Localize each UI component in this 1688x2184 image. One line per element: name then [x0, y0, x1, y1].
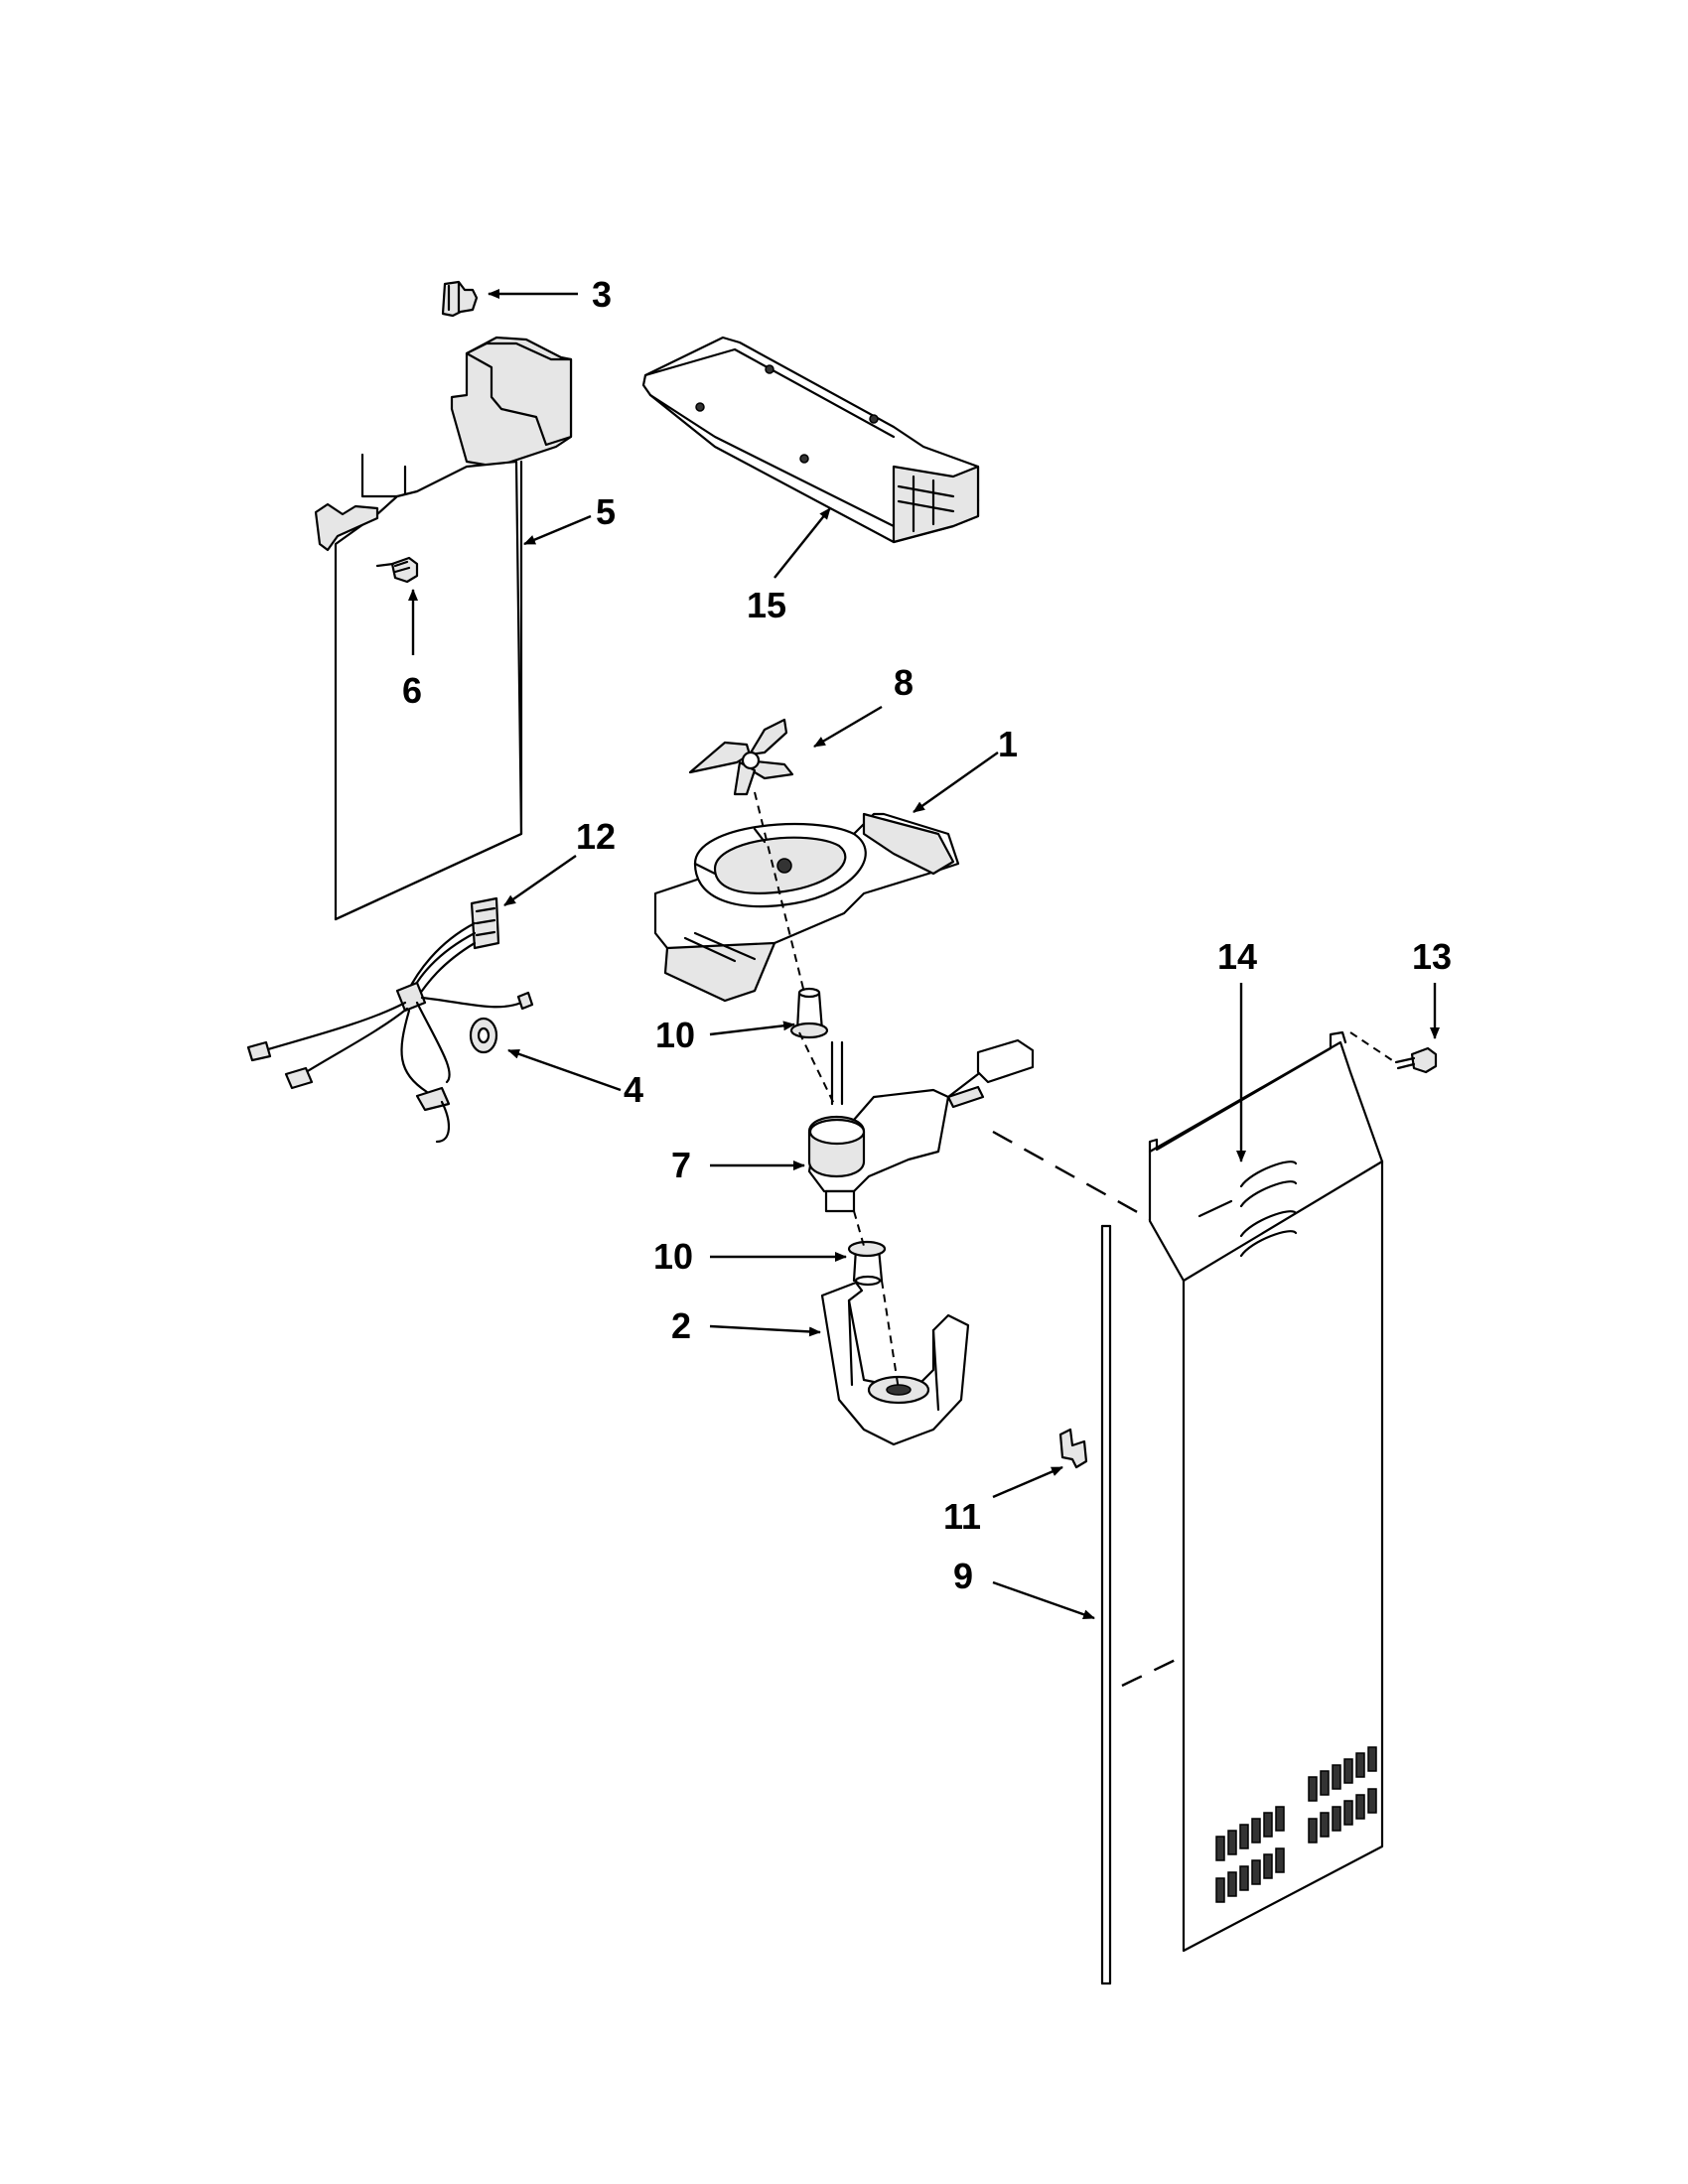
callout-2: 2 [671, 1305, 691, 1346]
callout-10-lower: 10 [653, 1236, 693, 1277]
vent-slot [1355, 1752, 1365, 1778]
part-7-motor[interactable] [807, 1038, 1035, 1213]
callout-4: 4 [624, 1069, 643, 1110]
vent-slot [1332, 1764, 1341, 1790]
vent-slot [1251, 1818, 1261, 1843]
vent-slot [1308, 1818, 1318, 1843]
alignment-lines [754, 791, 1396, 1688]
part-15-rail-tray[interactable] [641, 336, 980, 544]
part-9-gasket-strip[interactable] [1100, 1224, 1112, 1985]
callout-3: 3 [592, 274, 612, 315]
callout-labels: 3 5 6 15 8 1 12 4 10 7 10 2 11 9 14 13 [402, 274, 1452, 1596]
vent-slot [1275, 1847, 1285, 1873]
part-5-duct-panel[interactable] [314, 336, 573, 921]
callout-5: 5 [596, 491, 616, 532]
vent-slot [1367, 1788, 1377, 1814]
vent-slot [1308, 1776, 1318, 1802]
callout-13: 13 [1412, 936, 1452, 977]
leader-lines [408, 289, 1440, 1620]
callout-1: 1 [998, 724, 1018, 764]
vent-slot [1239, 1865, 1249, 1891]
vent-slot [1320, 1770, 1330, 1796]
part-14-rear-panel[interactable] [1148, 1030, 1384, 1953]
part-8-fan-blade[interactable] [688, 718, 794, 796]
vent-slot [1367, 1746, 1377, 1772]
vent-slot [1263, 1812, 1273, 1838]
callout-14: 14 [1217, 936, 1257, 977]
part-13-screw[interactable] [1394, 1046, 1438, 1074]
vent-slot [1227, 1830, 1237, 1855]
vent-slot [1343, 1800, 1353, 1826]
part-11-clip[interactable] [1058, 1428, 1088, 1469]
panel-vent-slots [1215, 1746, 1377, 1903]
part-1-fan-housing[interactable] [653, 812, 960, 1003]
callout-7: 7 [671, 1145, 691, 1185]
vent-slot [1251, 1859, 1261, 1885]
part-10-grommet-lower[interactable] [847, 1240, 887, 1287]
vent-slot [1239, 1824, 1249, 1849]
vent-slot [1215, 1836, 1225, 1861]
vent-slot [1332, 1806, 1341, 1832]
part-10-grommet-upper[interactable] [789, 987, 829, 1039]
vent-slot [1343, 1758, 1353, 1784]
part-2-motor-bracket[interactable] [820, 1281, 970, 1446]
callout-9: 9 [953, 1556, 973, 1596]
part-3-clip[interactable] [441, 280, 479, 318]
part-12-wire-harness[interactable] [246, 896, 534, 1144]
callout-12: 12 [576, 816, 616, 857]
part-4-grommet[interactable] [469, 1017, 498, 1054]
vent-slot [1263, 1853, 1273, 1879]
vent-slot [1355, 1794, 1365, 1820]
callout-10-upper: 10 [655, 1015, 695, 1055]
vent-slot [1215, 1877, 1225, 1903]
vent-slot [1227, 1871, 1237, 1897]
callout-6: 6 [402, 670, 422, 711]
callout-8: 8 [894, 662, 914, 703]
vent-slot [1320, 1812, 1330, 1838]
callout-15: 15 [747, 585, 786, 625]
part-6-screw[interactable] [375, 556, 419, 584]
callout-11: 11 [943, 1496, 981, 1537]
vent-slot [1275, 1806, 1285, 1832]
